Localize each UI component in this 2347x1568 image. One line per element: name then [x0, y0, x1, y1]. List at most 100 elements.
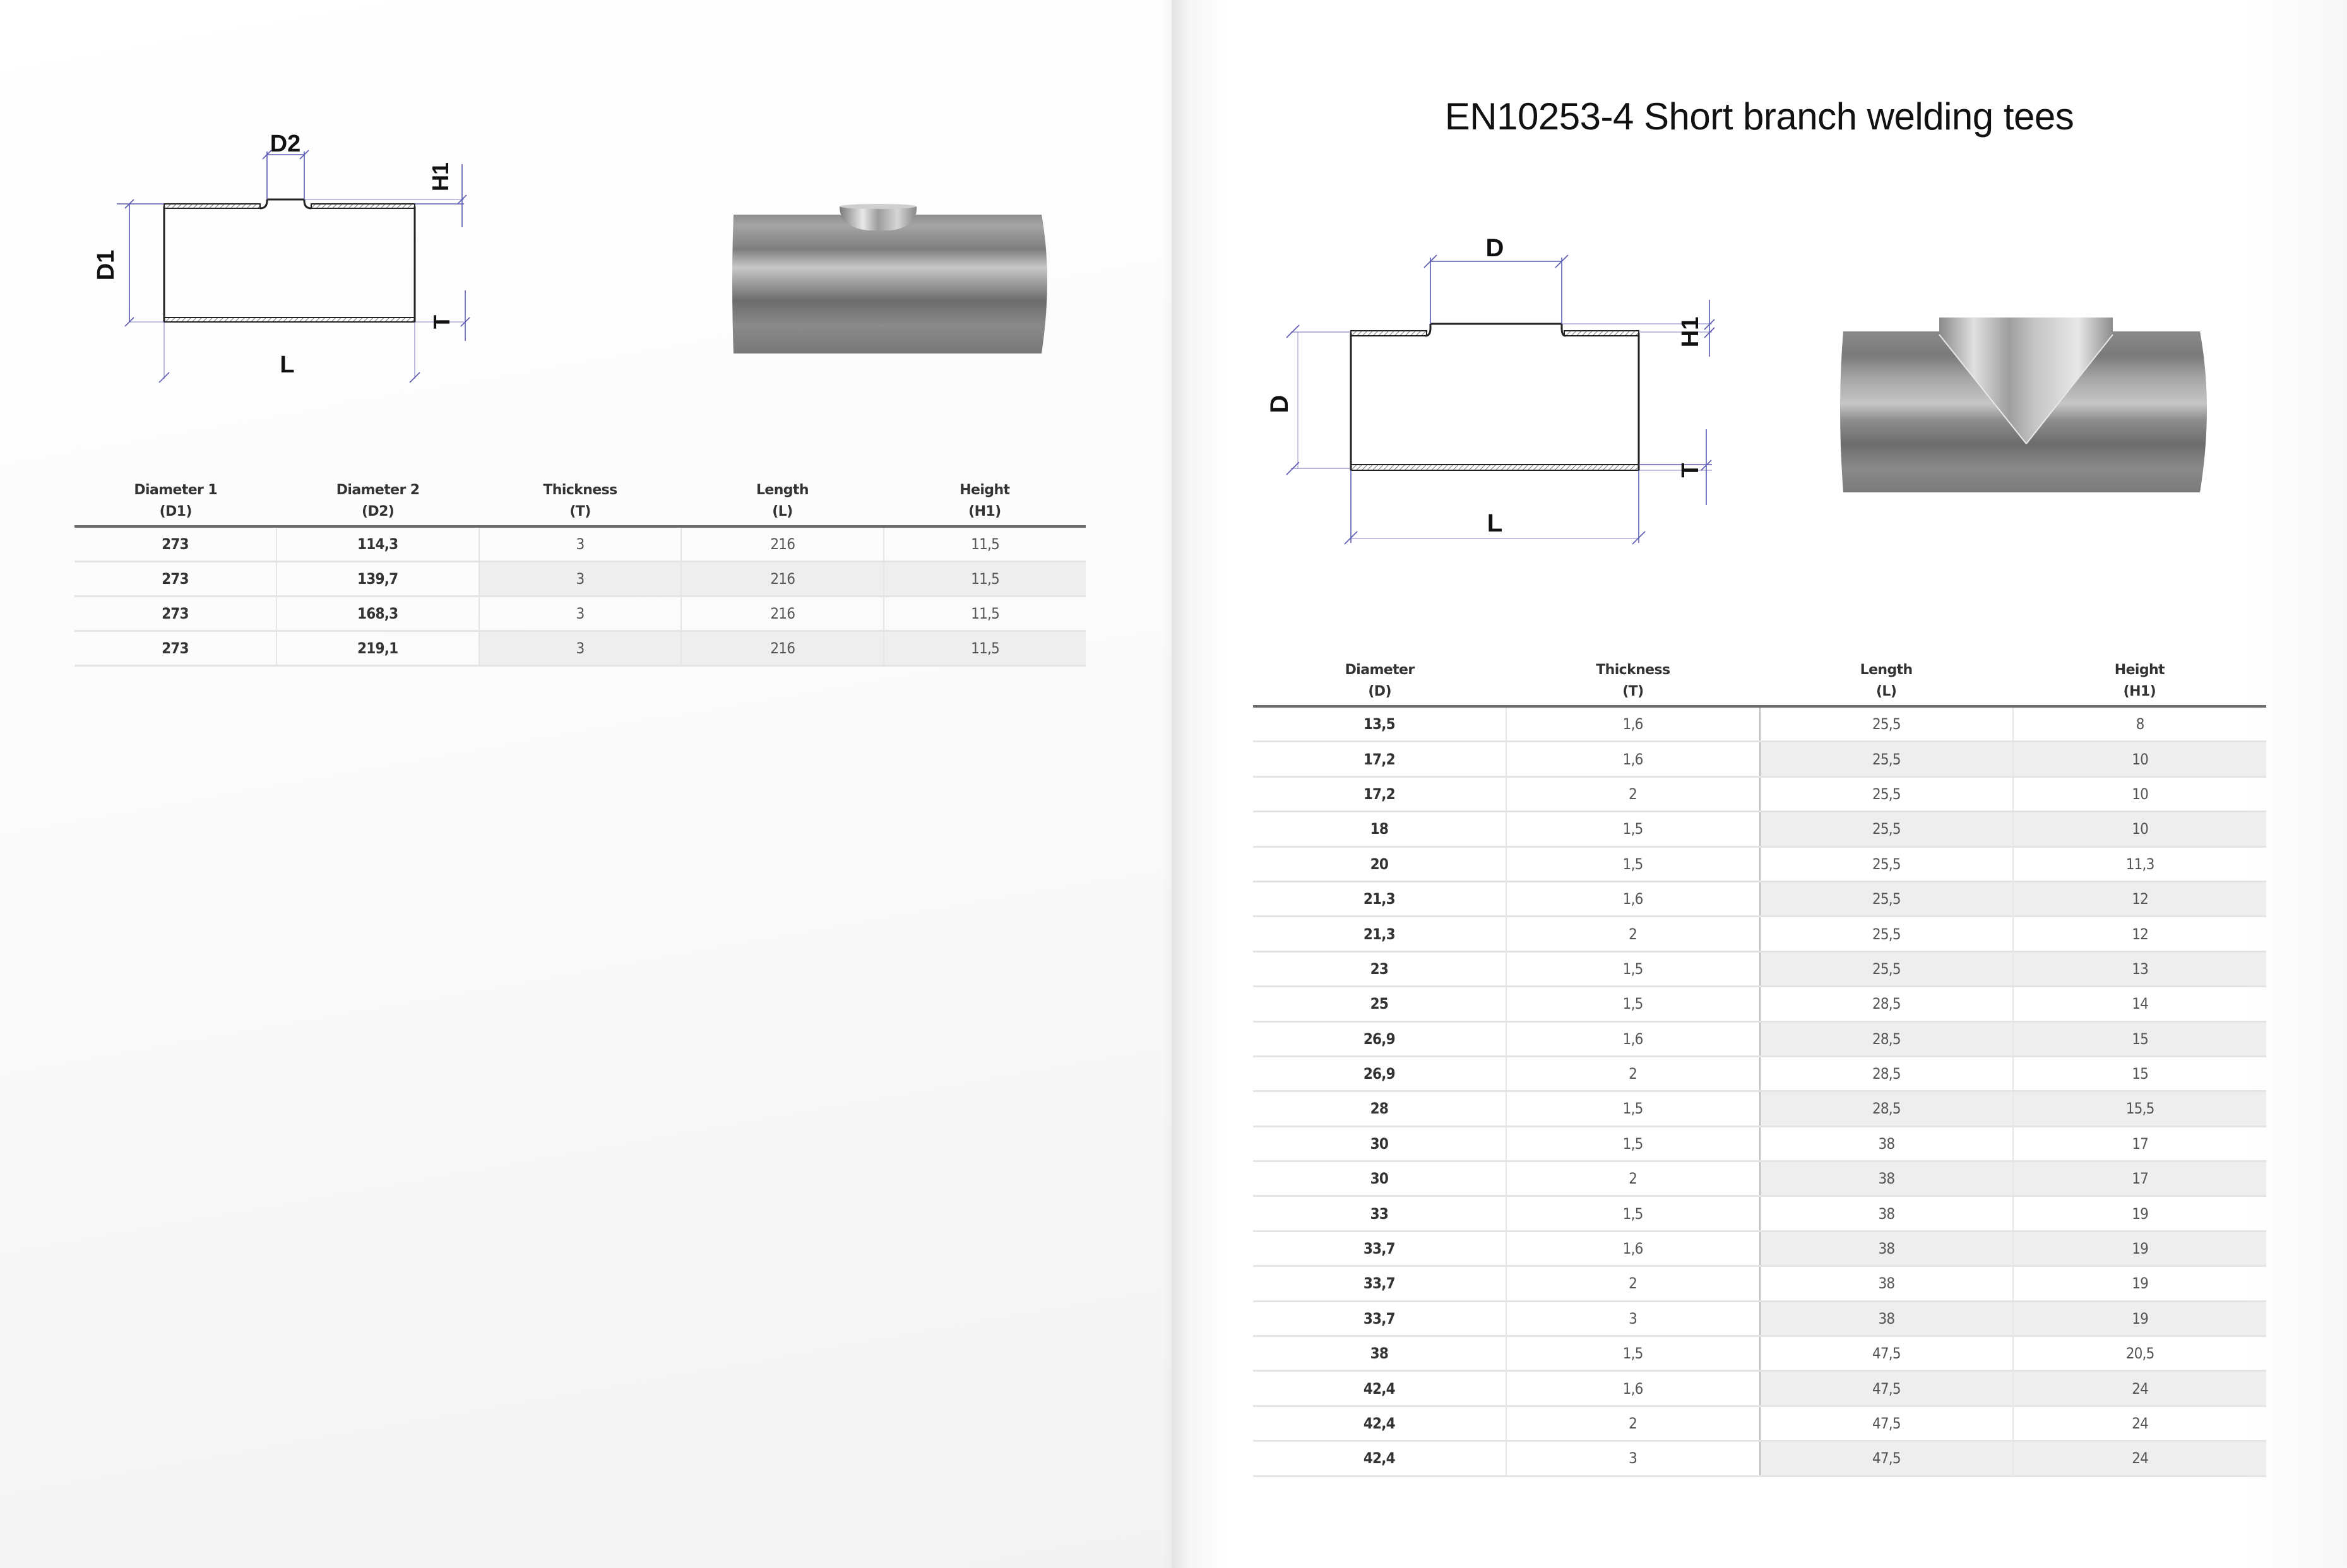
header-symbol: (H1): [968, 504, 1001, 520]
table-cell: 2: [1507, 1406, 1761, 1440]
table-cell: 1,5: [1507, 1197, 1761, 1230]
table-cell: 1,5: [1507, 812, 1761, 846]
table-cell: 17,2: [1253, 777, 1507, 811]
table-cell: 38: [1761, 1267, 2014, 1300]
header-label: Length: [756, 482, 809, 498]
table-cell: 1,5: [1507, 952, 1761, 986]
table-cell: 25,5: [1760, 952, 2014, 986]
table-cell: 2: [1507, 1162, 1761, 1196]
column-header-diameter-1: Diameter 1 (D1): [74, 480, 276, 523]
table-cell: 13: [2014, 952, 2266, 986]
table-cell: 17,2: [1253, 742, 1507, 776]
header-symbol: (T): [569, 504, 591, 520]
table-cell: 10: [2132, 785, 2149, 803]
table-header: Diameter 1 (D1) Diameter 2 (D2) Thicknes…: [74, 480, 1086, 523]
table-cell: 19: [2132, 1274, 2149, 1293]
table-cell: 21,3: [1253, 917, 1507, 951]
table-cell: 47,5: [1761, 1337, 2014, 1370]
header-label: Thickness: [1596, 662, 1670, 678]
header-label: Height: [960, 482, 1010, 498]
table-cell: 30: [1253, 1162, 1507, 1196]
table-cell: 216: [682, 528, 885, 561]
table-cell: 25,5: [1760, 742, 2014, 776]
table-cell: 21,3: [1253, 882, 1507, 916]
table-cell: 1,5: [1507, 1337, 1761, 1370]
table-cell: 8: [2136, 715, 2145, 734]
header-rule: [1253, 705, 2266, 708]
table-cell: 1,6: [1507, 1022, 1761, 1055]
header-label: Diameter: [1345, 662, 1415, 678]
tee-photo-right: [1840, 318, 2207, 492]
column-header-thickness: Thickness (T): [1506, 660, 1759, 703]
table-cell: 15: [2014, 1022, 2266, 1055]
table-cell: 11,5: [884, 632, 1086, 665]
table-cell: 3: [1507, 1442, 1761, 1475]
table-cell: 1,5: [1507, 987, 1761, 1021]
table-cell: 17: [2014, 1162, 2266, 1196]
right-tee-diagram: D D H1 T L: [1266, 234, 1715, 545]
table-cell: 42,4: [1253, 1372, 1507, 1405]
table-cell: 28: [1253, 1092, 1507, 1126]
table-cell: 28,5: [1761, 987, 2014, 1021]
table-cell: 1,6: [1507, 1372, 1761, 1405]
dim-label-main-d: D: [1266, 395, 1293, 413]
table-cell: 47,5: [1761, 1406, 2014, 1440]
table-cell: 3: [480, 528, 682, 561]
table-cell: 24: [2014, 1372, 2266, 1405]
table-cell: 19: [2014, 1232, 2266, 1266]
table-cell: 3: [479, 562, 682, 595]
table-cell: 1,6: [1507, 882, 1761, 916]
table-cell: 25,5: [1761, 708, 2014, 741]
column-header-height: Height (H1): [2013, 660, 2266, 703]
left-spec-table: Diameter 1 (D1) Diameter 2 (D2) Thicknes…: [74, 480, 1086, 669]
header-symbol: (T): [1622, 684, 1644, 699]
table-cell: 25: [1253, 987, 1507, 1021]
dim-label-l: L: [280, 352, 294, 378]
header-symbol: (D2): [361, 504, 395, 520]
table-cell: 26,9: [1253, 1057, 1507, 1091]
table-cell: 17: [2132, 1134, 2149, 1153]
table-cell: 12: [2132, 925, 2149, 943]
table-cell: 38: [1761, 1197, 2014, 1230]
table-cell: 273: [74, 597, 277, 630]
table-cell: 13,5: [1253, 708, 1507, 741]
table-cell: 11,3: [2125, 855, 2155, 873]
header-label: Length: [1860, 662, 1913, 678]
header-label: Height: [2114, 662, 2165, 678]
table-cell: 25,5: [1761, 917, 2014, 951]
header-symbol: (H1): [2123, 684, 2156, 699]
header-symbol: (L): [1875, 684, 1897, 699]
table-cell: 28,5: [1761, 1057, 2014, 1091]
dim-label-l: L: [1487, 509, 1502, 537]
table-cell: 25,5: [1761, 847, 2014, 881]
table-cell: 24: [2132, 1415, 2149, 1432]
table-cell: 1,5: [1507, 1092, 1761, 1126]
table-cell: 33,7: [1253, 1232, 1507, 1266]
table-cell: 139,7: [277, 562, 480, 595]
table-cell: 15: [2132, 1065, 2149, 1083]
table-cell: 12: [2014, 882, 2266, 916]
table-cell: 20: [1253, 847, 1507, 881]
page-title: EN10253-4 Short branch welding tees: [1444, 95, 2074, 138]
page-gutter: [1162, 0, 1187, 1568]
table-cell: 216: [682, 562, 885, 595]
table-cell: 1,5: [1507, 1127, 1761, 1161]
